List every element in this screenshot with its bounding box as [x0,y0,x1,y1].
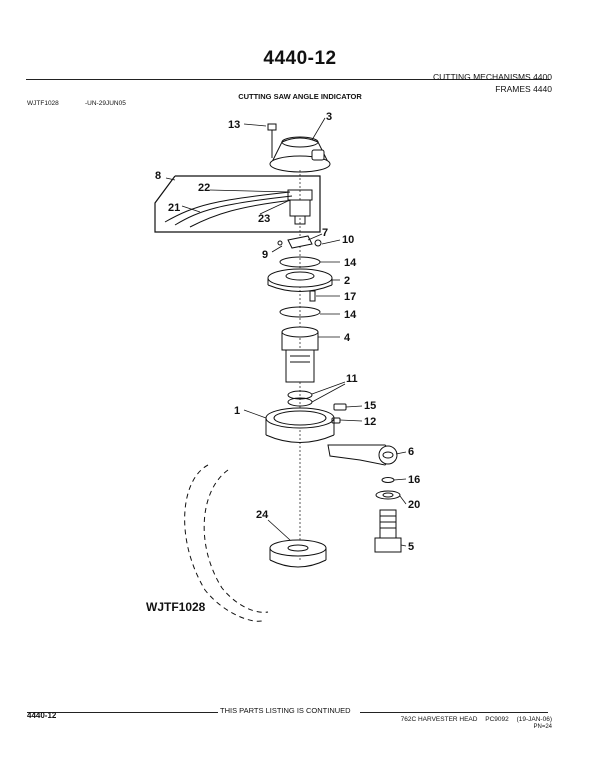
footer-continued-notice: THIS PARTS LISTING IS CONTINUED [220,706,351,715]
footer-product: 762C HARVESTER HEAD [400,716,478,723]
callout-12: 12 [364,416,376,428]
callout-16: 16 [408,474,420,486]
callout-1: 1 [234,405,240,417]
callout-14-upper: 14 [344,257,357,269]
figure-date: -UN-29JUN05 [85,100,126,107]
callout-13: 13 [228,119,240,131]
footer-rule-right [360,712,548,713]
callout-6: 6 [408,446,414,458]
callout-4: 4 [344,332,351,344]
callout-9: 9 [262,249,268,261]
callout-14-lower: 14 [344,309,357,321]
header-rule [26,79,550,80]
footer-date: (19-JAN-06) [516,716,552,723]
footer-publication: 762C HARVESTER HEAD PC9092 (19-JAN-06) [395,716,552,723]
footer-rule-left [27,712,218,713]
footer-pn: PN=24 [533,724,552,730]
callout-21: 21 [168,202,180,214]
callout-17: 17 [344,291,356,303]
callout-2: 2 [344,275,350,287]
figure-title: CUTTING SAW ANGLE INDICATOR [238,92,362,101]
callout-15: 15 [364,400,376,412]
callout-10: 10 [342,234,354,246]
callout-20: 20 [408,499,420,511]
group-label: FRAMES 4440 [495,84,552,94]
footer-catalog: PC9092 [485,716,509,723]
page-title: 4440-12 [263,48,337,69]
callout-23: 23 [258,213,270,225]
callout-labels: 13 3 8 22 21 23 9 7 10 14 2 17 14 4 11 1… [146,111,420,614]
figure-id: WJTF1028 [27,100,59,107]
callout-8: 8 [155,170,161,182]
callout-7: 7 [322,227,328,239]
part-drawing [154,123,402,622]
leader-lines [165,117,407,547]
callout-24: 24 [256,509,269,521]
callout-22: 22 [198,182,210,194]
callout-11: 11 [346,373,358,385]
callout-3: 3 [326,111,332,123]
callout-5: 5 [408,541,414,553]
illustration-figure-label: WJTF1028 [146,600,206,614]
section-label: CUTTING MECHANISMS 4400 [432,72,552,82]
footer-page-number: 4440-12 [27,711,57,720]
